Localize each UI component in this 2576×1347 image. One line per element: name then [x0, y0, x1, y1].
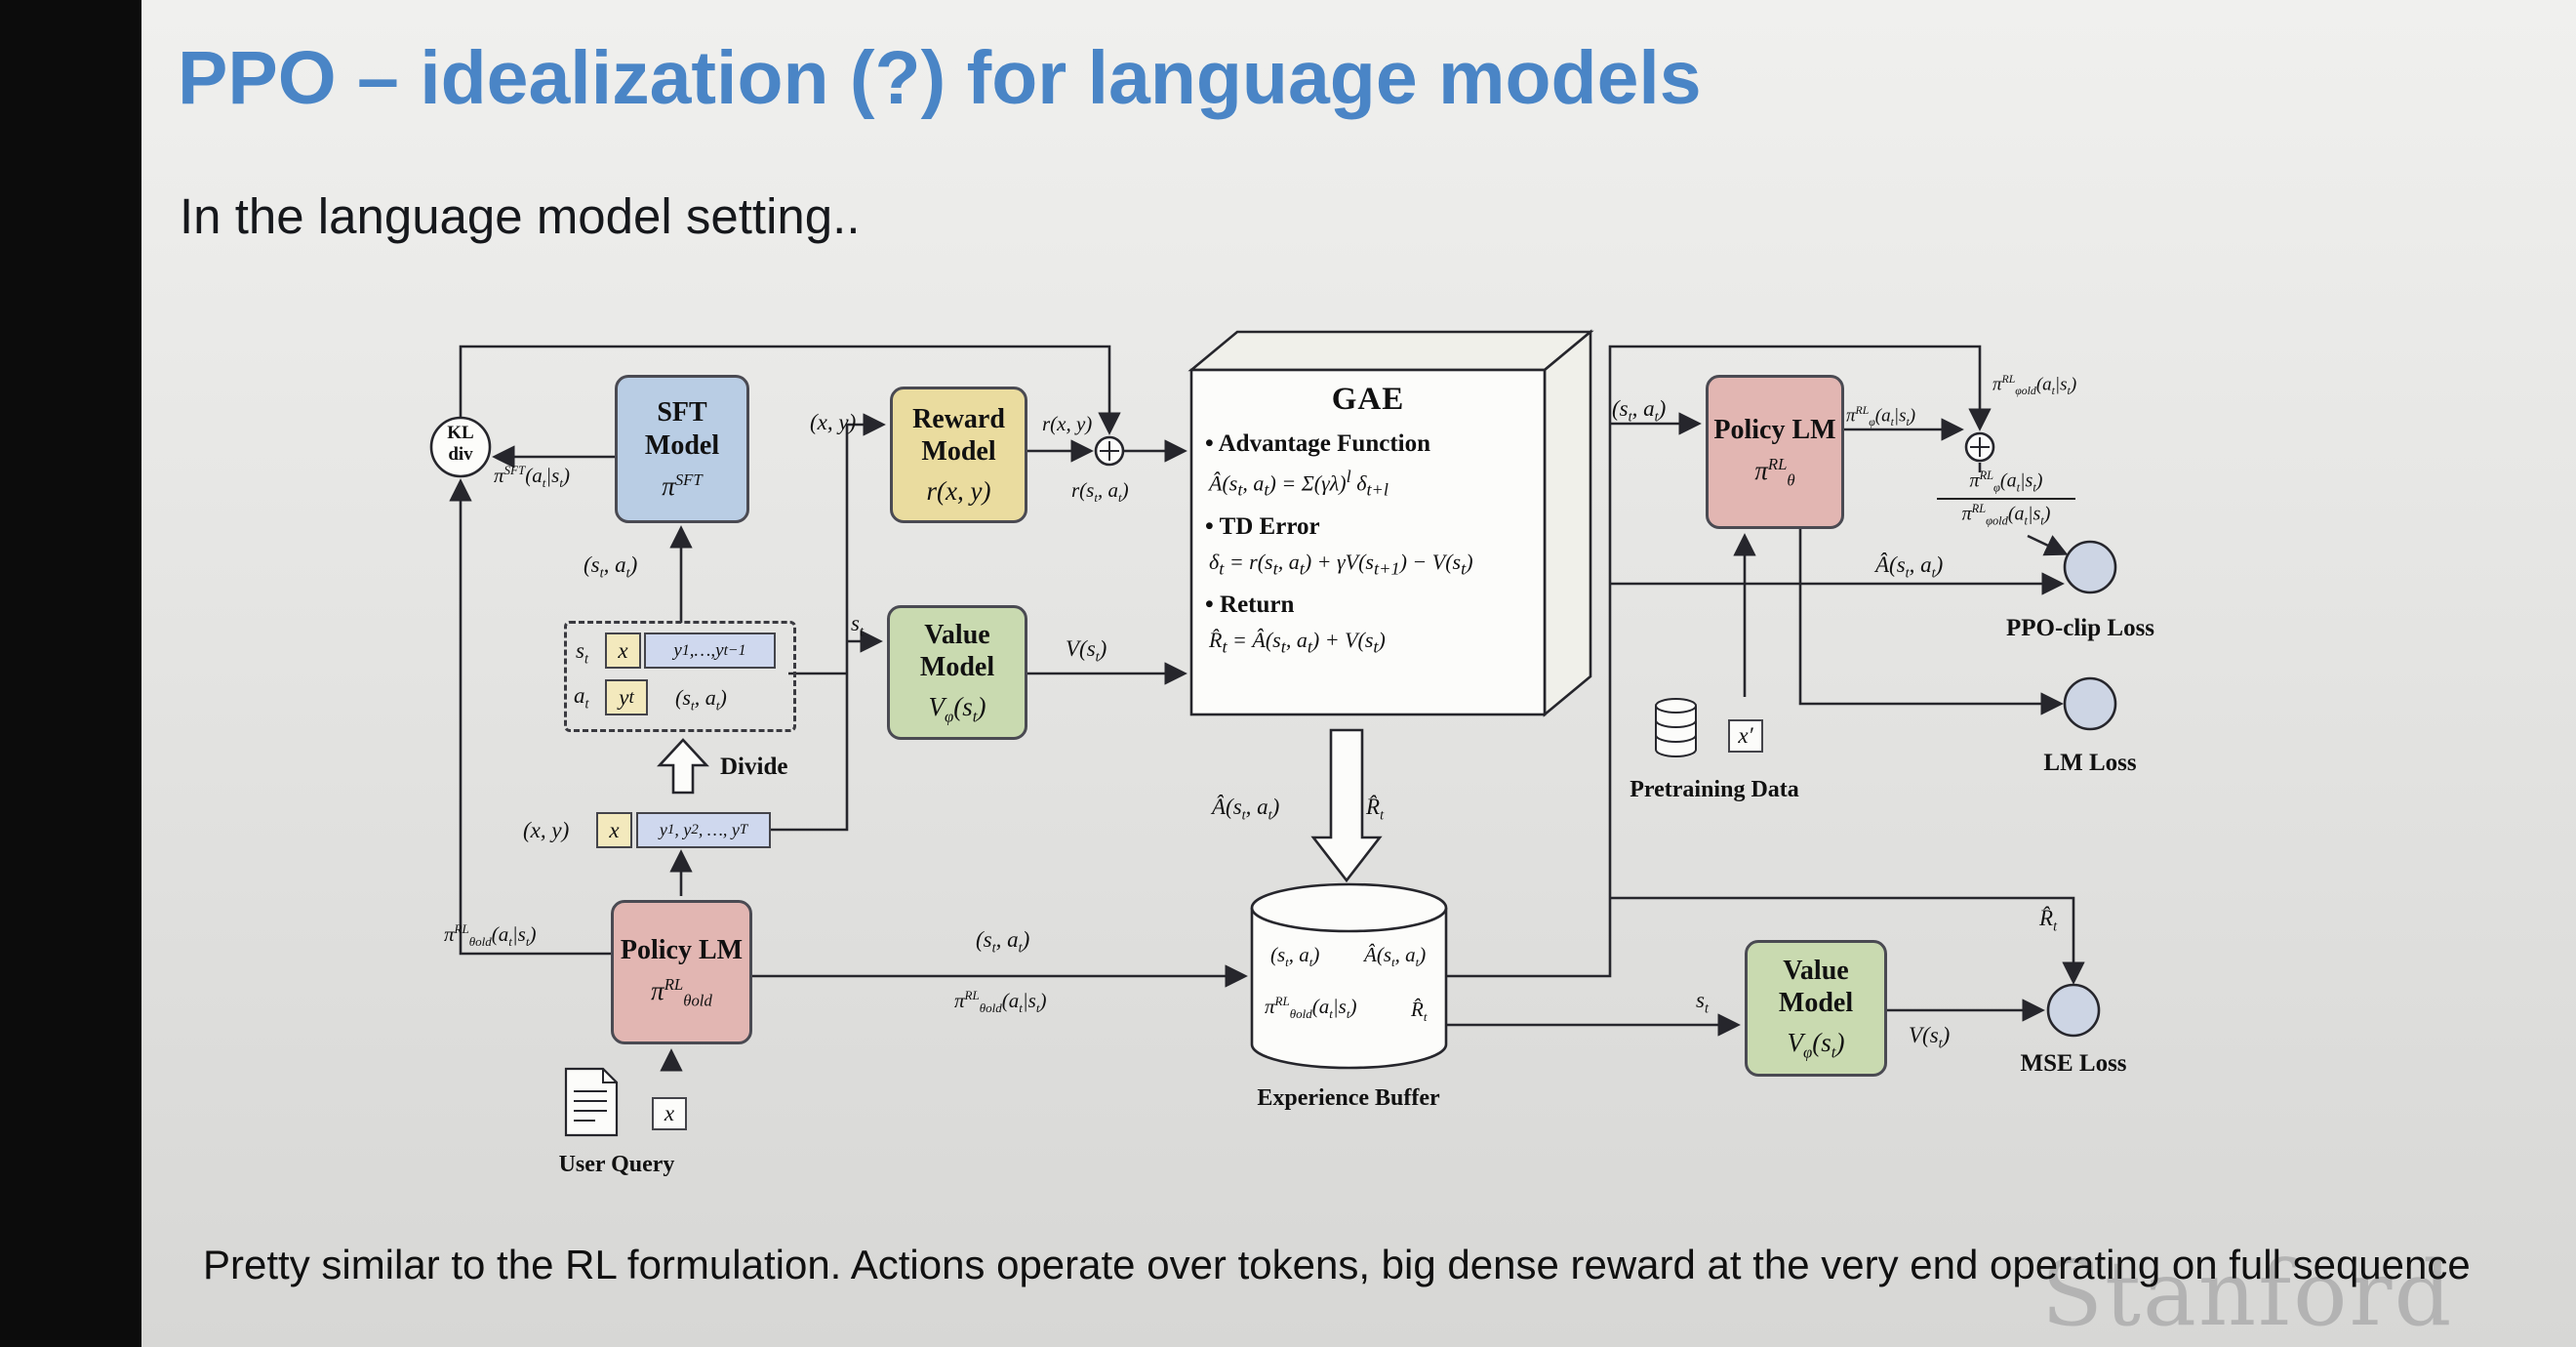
video-letterbox-bar [0, 0, 141, 1347]
page-title: PPO – idealization (?) for language mode… [178, 36, 1702, 120]
slide-subtitle: In the language model setting.. [180, 188, 861, 244]
pretraining-data-label: Pretraining Data [1630, 777, 1799, 802]
experience-buffer-cylinder [1250, 882, 1448, 1070]
policy-lm-old-title: Policy LM [620, 934, 744, 965]
v-st2-label: V(st) [1909, 1023, 1951, 1052]
user-query-document-icon [564, 1067, 619, 1137]
gae-title: GAE [1331, 382, 1405, 417]
sft-model-box: SFT Model πSFT [615, 375, 749, 523]
state-action-pair-label: (st, at) [675, 685, 727, 714]
pi-sft-label: πSFT(at|st) [494, 463, 570, 491]
value-model-2-box: Value Model Vφ(st) [1745, 940, 1887, 1077]
gae-to-buffer-arrow-icon [1310, 728, 1383, 883]
mse-loss-label: MSE Loss [2020, 1050, 2127, 1077]
reward-model-title: Reward Model [912, 403, 1005, 467]
sft-model-formula: πSFT [662, 469, 703, 501]
gae-box-content: GAE Advantage Function Â(st, at) = Σ(γλ)… [1191, 370, 1545, 714]
r-st-at-label: r(st, at) [1071, 478, 1129, 506]
gae-item-formula: Â(st, at) = Σ(γλ)l δt+l [1209, 467, 1389, 500]
xy-pair-label: (x, y) [523, 818, 570, 842]
token-x-box: x [605, 633, 641, 669]
st-at-to-policy-label: (st, at) [1612, 396, 1667, 426]
user-query-x-box: x [652, 1097, 687, 1130]
gae-item-heading: TD Error [1205, 513, 1531, 541]
st-to-value-label: st [851, 611, 864, 640]
state-action-split-box [564, 621, 796, 732]
rhat-to-mse-label: R̂t [2039, 906, 2058, 935]
divide-arrow-icon [657, 738, 709, 795]
pi-phi-label: πRLφ(at|st) [1846, 404, 1916, 429]
plus-node-right [1964, 431, 1995, 463]
st-at-to-buffer-label: (st, at) [976, 927, 1030, 957]
pretraining-database-icon [1655, 698, 1697, 757]
kl-div-label: KL div [447, 423, 474, 465]
st-to-value2-label: st [1696, 988, 1709, 1017]
ratio-numerator: πRLφ(at|st) [1937, 469, 2075, 500]
gae-item-formula: δt = r(st, at) + γV(st+1) − V(st) [1209, 549, 1473, 579]
st-at-to-sft-label: (st, at) [584, 552, 638, 582]
policy-lm-box: Policy LM πRLθ [1706, 375, 1844, 529]
r-xy-label: r(x, y) [1042, 412, 1093, 435]
value-model-2-formula: Vφ(st) [1787, 1027, 1845, 1062]
importance-ratio: πRLφ(at|st) πRLφold(at|st) [1937, 469, 2075, 528]
buffer-advantage: Â(st, at) [1364, 943, 1427, 970]
reward-model-box: Reward Model r(x, y) [890, 387, 1027, 523]
bottom-caption: Pretty similar to the RL formulation. Ac… [203, 1242, 2471, 1287]
connectors [449, 345, 2085, 1072]
pretraining-x-prime-box: x′ [1728, 719, 1763, 753]
state-token-label: st [576, 638, 588, 668]
pi-old-left-label: πRLθold(at|st) [444, 921, 537, 950]
lm-loss-node [2063, 676, 2117, 731]
v-st-label: V(st) [1066, 636, 1107, 666]
gae-item-heading: Return [1205, 592, 1531, 619]
stanford-watermark: Stanford [2041, 1242, 2454, 1346]
policy-lm-title: Policy LM [1713, 414, 1836, 445]
divide-label: Divide [720, 754, 788, 780]
ratio-denominator: πRLφold(at|st) [1961, 501, 2051, 528]
return-down-label: R̂t [1366, 795, 1385, 824]
advantage-down-label: Â(st, at) [1212, 795, 1280, 824]
ppo-clip-loss-node [2063, 540, 2117, 594]
action-token-label: at [574, 683, 589, 713]
policy-lm-old-formula: πRLθold [651, 974, 712, 1010]
value-model-2-title: Value Model [1778, 955, 1854, 1018]
mse-loss-node [2046, 983, 2101, 1038]
token-x-box: x [596, 812, 632, 848]
buffer-pi-old: πRLθold(at|st) [1265, 994, 1357, 1022]
value-model-title: Value Model [919, 619, 995, 682]
user-query-label: User Query [558, 1152, 675, 1177]
pi-old-to-buffer-label: πRLθold(at|st) [954, 988, 1047, 1016]
advantage-to-ppo-label: Â(st, at) [1875, 552, 1944, 582]
policy-lm-formula: πRLθ [1754, 454, 1795, 490]
value-model-box: Value Model Vφ(st) [887, 605, 1027, 740]
gae-item-heading: Advantage Function [1205, 430, 1531, 458]
ppo-clip-loss-label: PPO-clip Loss [2005, 615, 2155, 641]
buffer-return: R̂t [1411, 998, 1428, 1025]
pi-phi-old-label: πRLφold(at|st) [1992, 373, 2077, 398]
kl-div-node [429, 416, 492, 478]
experience-buffer-label: Experience Buffer [1257, 1085, 1440, 1111]
plus-node-left [1094, 435, 1125, 467]
lm-loss-label: LM Loss [2043, 750, 2137, 776]
xy-to-reward-label: (x, y) [810, 410, 857, 434]
gae-item-formula: R̂t = Â(st, at) + V(st) [1209, 628, 1386, 657]
value-model-formula: Vφ(st) [928, 691, 986, 726]
policy-lm-old-box: Policy LM πRLθold [611, 900, 752, 1044]
sft-model-title: SFT Model [644, 397, 720, 461]
gae-3d-box [1187, 329, 1594, 717]
buffer-st-at: (st, at) [1270, 943, 1320, 970]
reward-model-formula: r(x, y) [926, 476, 991, 507]
